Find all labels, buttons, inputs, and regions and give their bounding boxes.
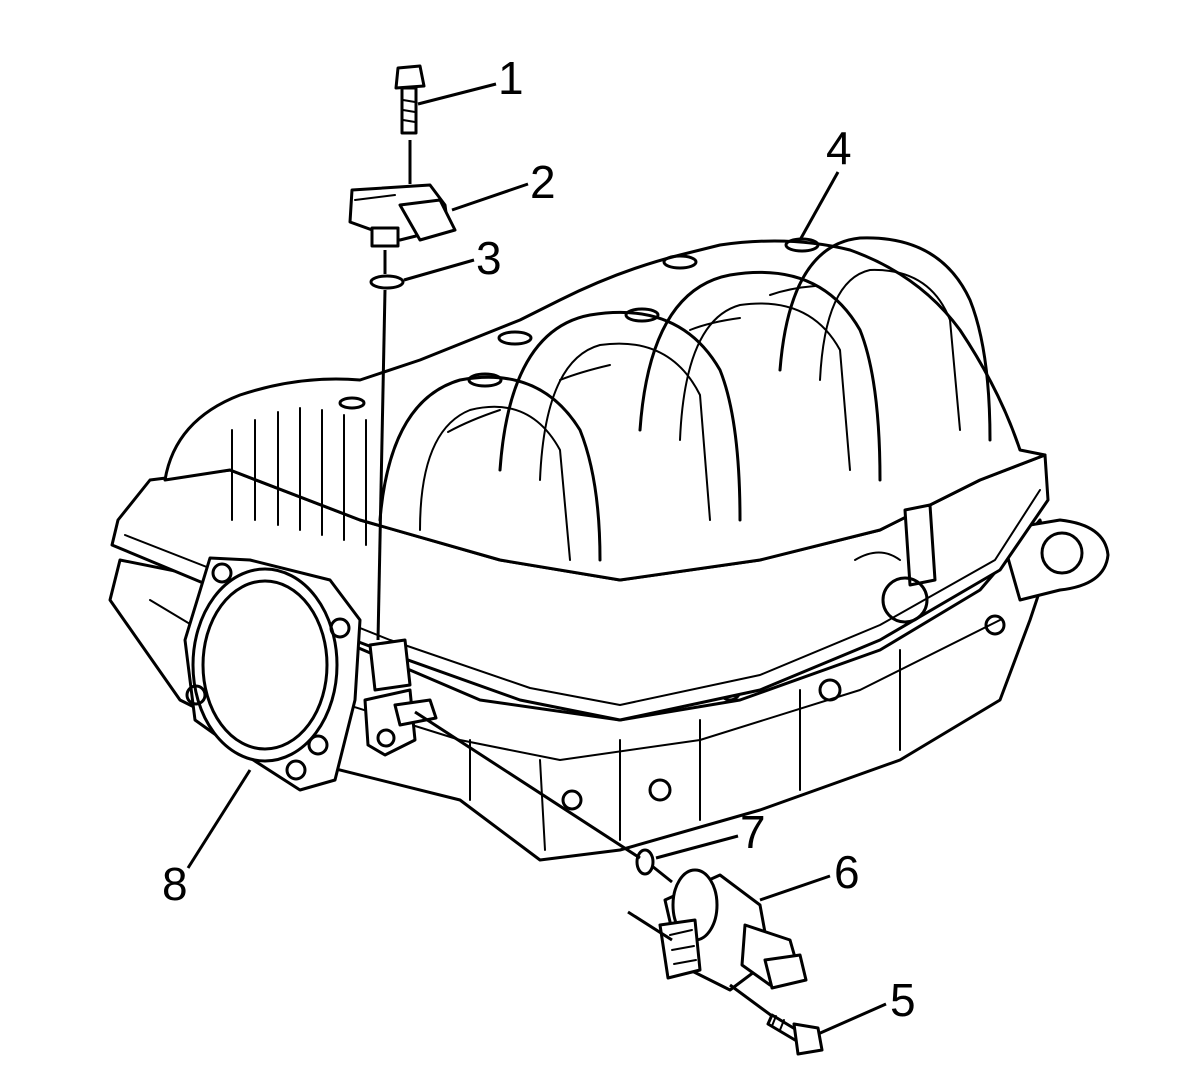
callout-2: 2 [530, 156, 556, 208]
callout-4: 4 [826, 122, 852, 174]
callout-8: 8 [162, 858, 188, 910]
callout-3: 3 [476, 232, 502, 284]
callout-1: 1 [498, 52, 524, 104]
bolt-1 [394, 64, 426, 135]
alignment-lines [376, 140, 773, 1018]
callout-6: 6 [834, 846, 860, 898]
intake-manifold [108, 236, 1110, 862]
callout-labels: 1 2 3 4 5 6 7 8 [162, 52, 916, 1026]
callout-7: 7 [740, 806, 766, 858]
map-sensor [348, 183, 457, 248]
valve-assembly-6 [658, 868, 808, 992]
callout-5: 5 [890, 974, 916, 1026]
bolt-5 [766, 1013, 824, 1056]
o-ring-3 [369, 274, 405, 290]
callout-leaders [186, 82, 887, 1036]
throttle-body-gasket [183, 556, 362, 792]
o-ring-7 [635, 848, 655, 876]
